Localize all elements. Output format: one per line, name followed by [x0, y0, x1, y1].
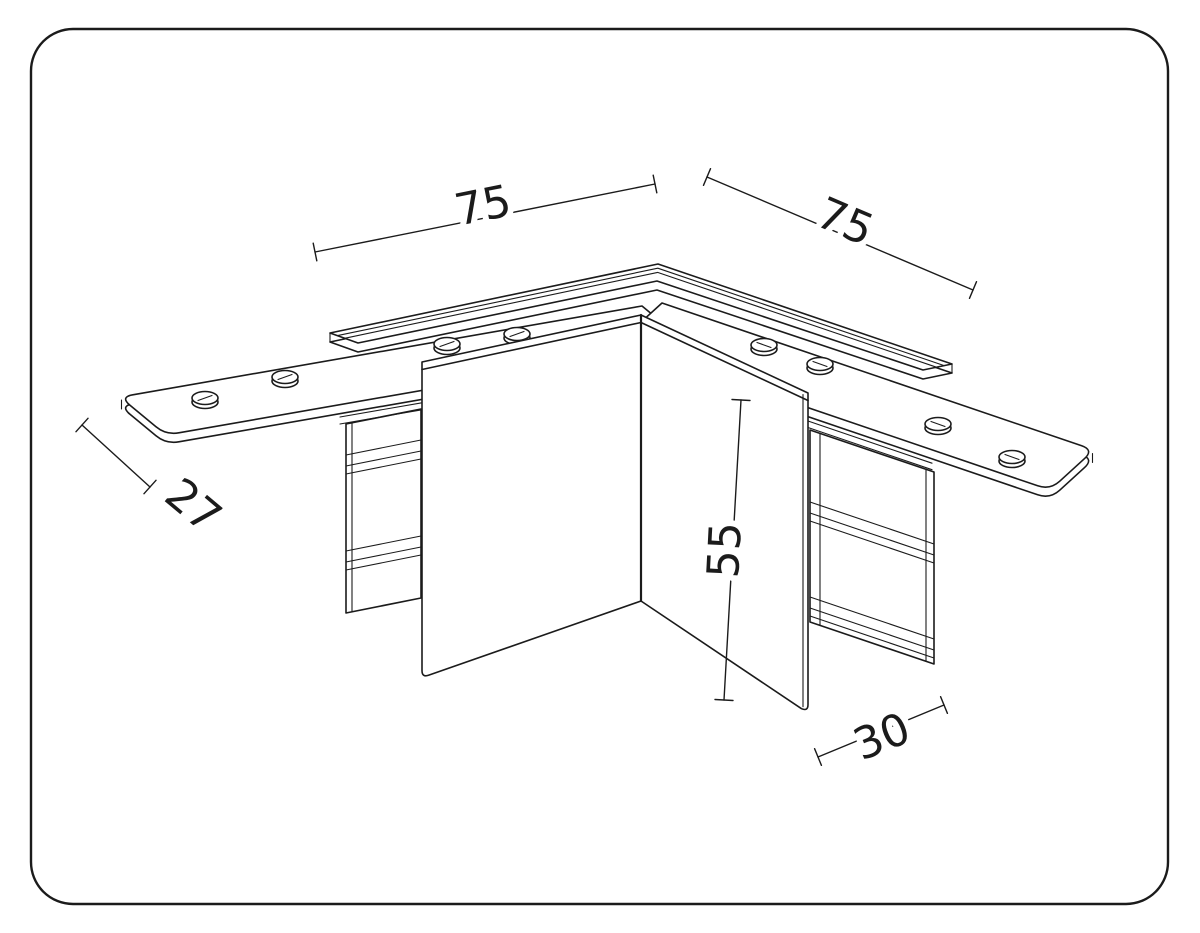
dimension-line	[314, 183, 656, 253]
dimension-ticks	[813, 696, 949, 766]
dimension-ticks	[75, 417, 157, 495]
dimension-line	[81, 424, 151, 488]
dimension-label: 55	[698, 521, 752, 580]
dimension-ticks	[312, 174, 658, 262]
dimension-body-height: 55	[692, 398, 758, 702]
right-wall-top-edge-line	[640, 321, 809, 402]
track-rail	[329, 263, 953, 380]
plate-top-face	[617, 302, 1090, 488]
track-top-face	[329, 263, 953, 371]
track-lip-lines	[337, 267, 945, 368]
profile-face	[345, 408, 422, 614]
screw-slot	[930, 420, 946, 428]
left-corner-wall	[421, 314, 642, 677]
screw	[433, 336, 461, 356]
dimension-ticks	[702, 168, 978, 299]
screw-slot	[277, 373, 293, 381]
left-profile-section	[345, 408, 422, 614]
screw-slot	[439, 340, 455, 348]
dimension-line	[817, 704, 945, 758]
right-profile-section	[809, 429, 935, 665]
profile-edge-lines	[819, 432, 927, 662]
track-end-edges	[329, 332, 953, 374]
border-frame	[29, 27, 1170, 906]
dimension-line	[706, 176, 974, 291]
screw-slot	[197, 394, 213, 402]
profile-face	[809, 429, 935, 665]
screw	[998, 449, 1026, 469]
dimension-ticks	[714, 398, 751, 702]
rail-lip-lines-left	[339, 401, 425, 425]
screw-slot	[509, 330, 525, 338]
profile-rib-lines	[345, 439, 422, 571]
screw	[271, 369, 299, 389]
screw-slot	[1004, 453, 1020, 461]
screw	[806, 356, 834, 376]
screw	[924, 416, 952, 436]
dimension-line	[723, 399, 742, 701]
dimension-label: 75	[451, 176, 516, 237]
corner-walls	[421, 313, 809, 711]
profile-rib-lines	[809, 501, 935, 659]
right-mounting-plate	[617, 302, 1094, 497]
screw	[750, 337, 778, 357]
screw	[191, 390, 219, 410]
rail-lip-lines-right	[807, 420, 933, 471]
left-wall-top-edge-line	[421, 321, 642, 371]
screw-slot	[756, 341, 772, 349]
screw-slot	[812, 360, 828, 368]
right-corner-wall	[640, 314, 809, 711]
